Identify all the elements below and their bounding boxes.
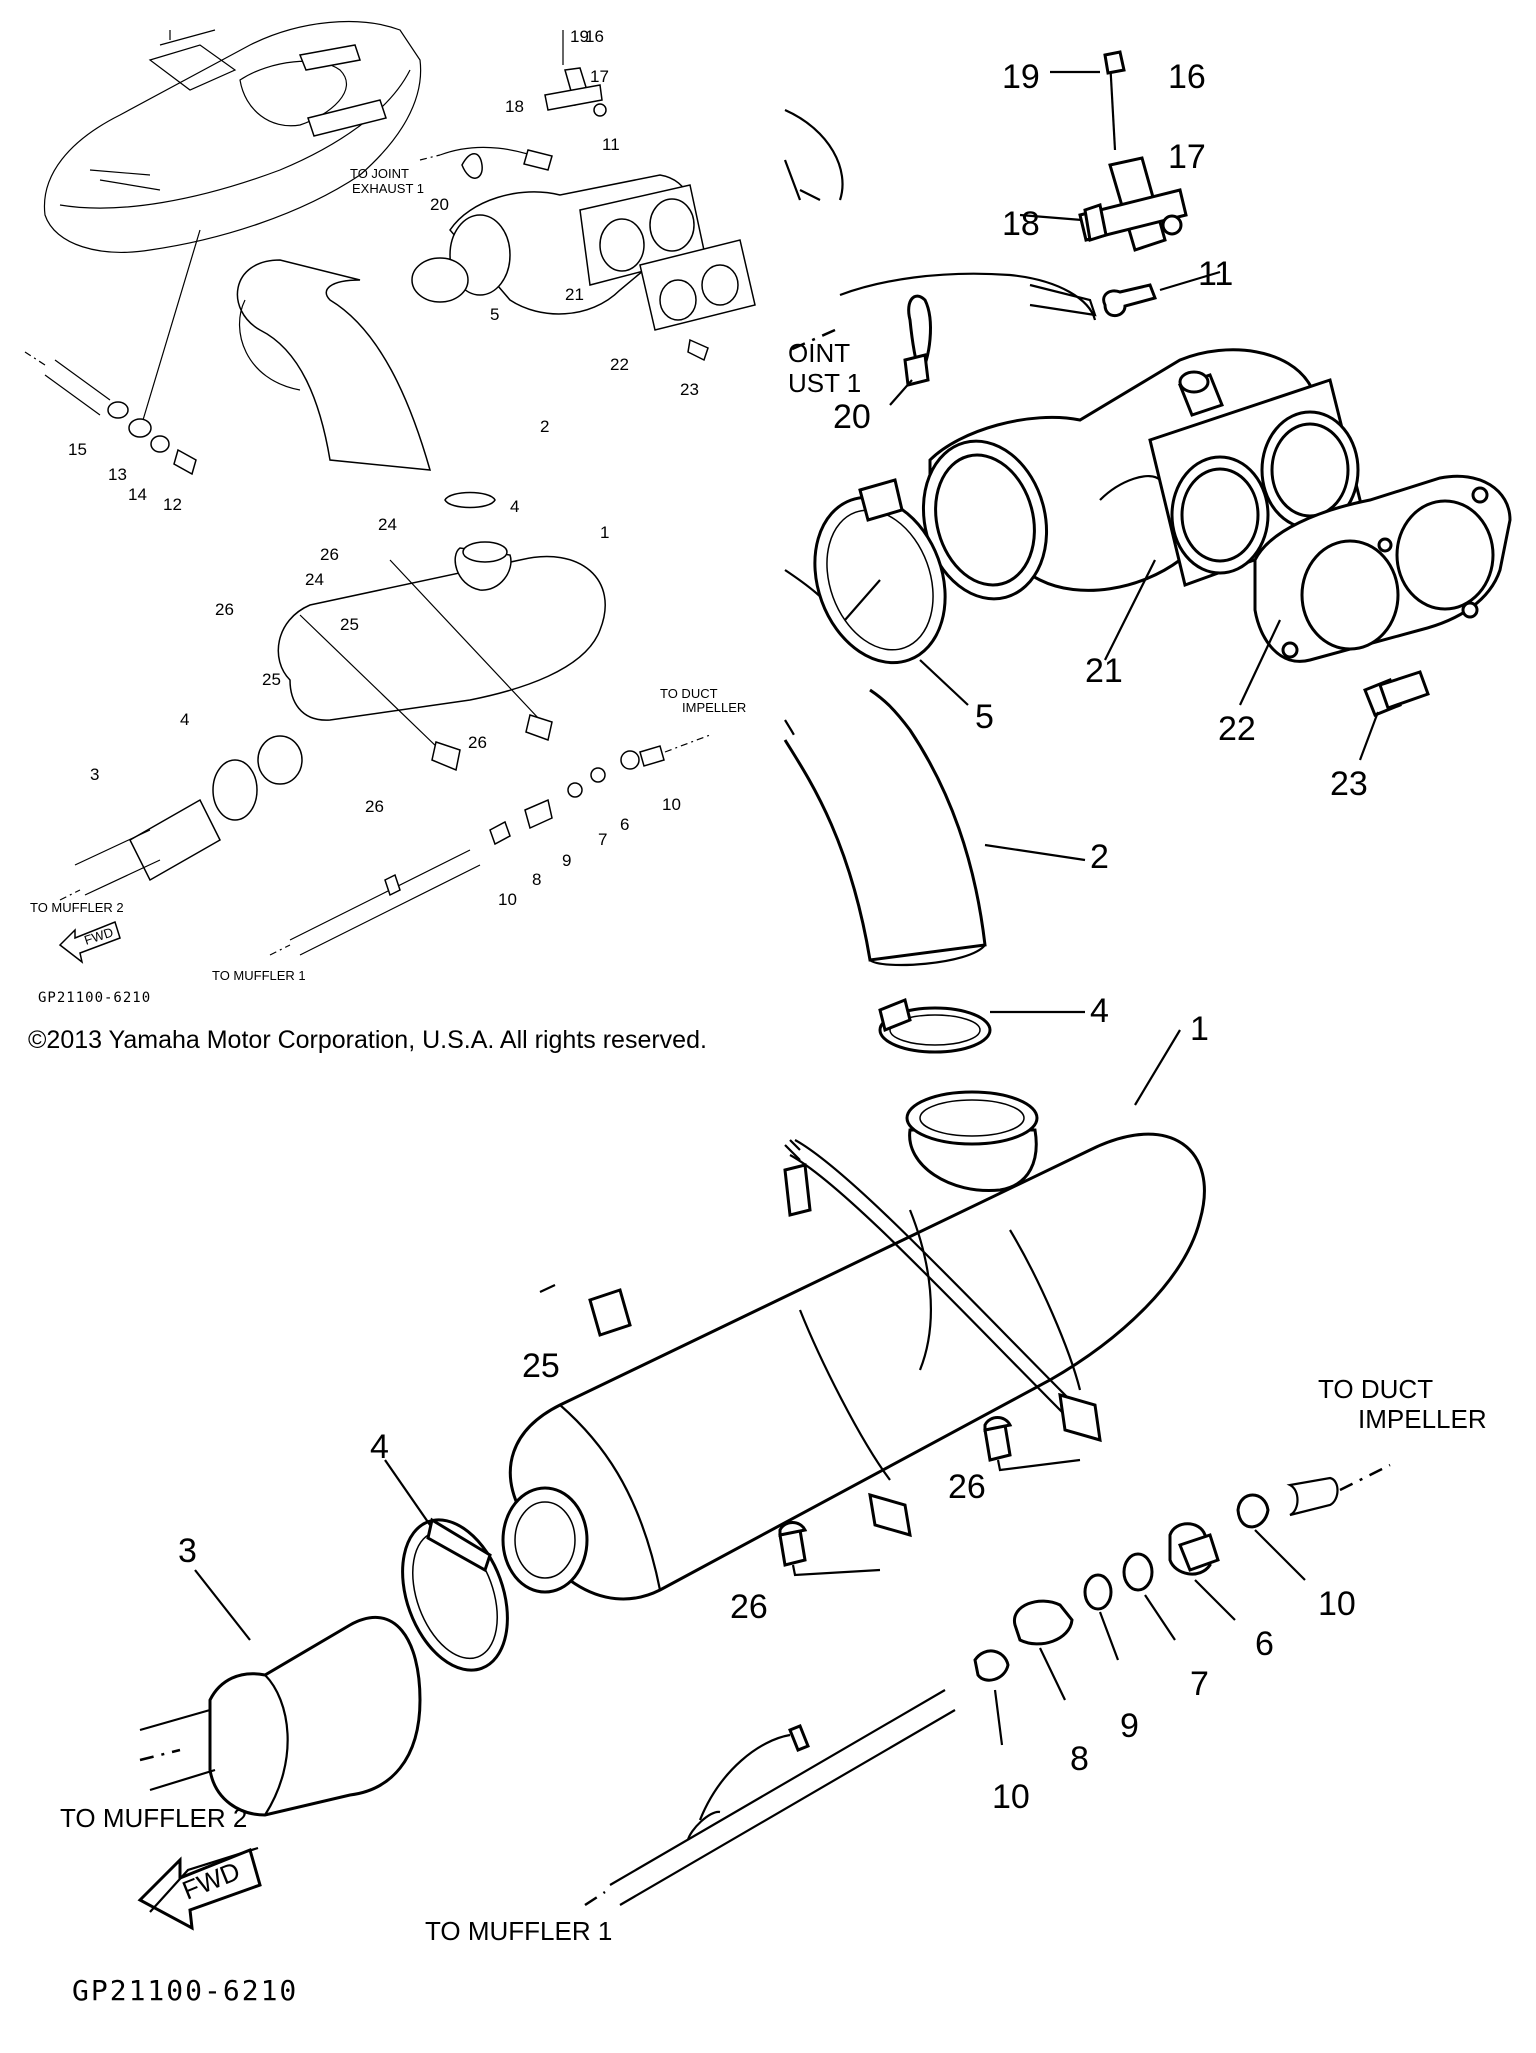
callout-4-small: 4 — [180, 710, 189, 729]
note-to-duct-small-2: IMPELLER — [682, 700, 746, 715]
callout-26-small-b: 26 — [215, 600, 234, 619]
callout-3: 3 — [178, 1532, 197, 1570]
clamp-5 — [813, 478, 969, 706]
manifold-gasket — [1253, 474, 1512, 663]
callout-19: 19 — [1002, 58, 1040, 96]
callout-20: 20 — [833, 398, 871, 436]
fwd-arrow: FWD — [137, 1846, 262, 1931]
callout-24-small-a: 24 — [378, 515, 397, 534]
callout-13-small: 13 — [108, 465, 127, 484]
callout-9: 9 — [1120, 1707, 1139, 1745]
callout-4-small-top: 4 — [510, 497, 519, 516]
note-to-duct-small-1: TO DUCT — [660, 686, 718, 701]
note-joint-partial: OINT — [788, 338, 850, 368]
note-to-muffler-1: TO MUFFLER 1 — [425, 1916, 612, 1946]
callout-2-small: 2 — [540, 417, 549, 436]
callout-19-small: 19 — [570, 27, 589, 46]
note-to-muffler-2: TO MUFFLER 2 — [60, 1803, 247, 1833]
callout-26-small-d: 26 — [365, 797, 384, 816]
y-hose — [584, 1689, 956, 1907]
callout-4-lower: 4 — [370, 1428, 389, 1466]
note-to-duct-line2: IMPELLER — [1358, 1404, 1487, 1434]
clamp-4-upper — [878, 997, 1085, 1054]
callout-23-small: 23 — [680, 380, 699, 399]
callout-16: 16 — [1168, 58, 1206, 96]
callout-5: 5 — [975, 698, 994, 736]
callout-5-small: 5 — [490, 305, 499, 324]
callout-6-small: 6 — [620, 815, 629, 834]
note-to-duct-line1: TO DUCT — [1318, 1374, 1433, 1404]
callout-10-small-a: 10 — [662, 795, 681, 814]
callout-26-lower: 26 — [730, 1588, 768, 1626]
callout-20-small: 20 — [430, 195, 449, 214]
callout-26-upper: 26 — [948, 1468, 986, 1506]
callout-22-small: 22 — [610, 355, 629, 374]
callout-17-small: 17 — [590, 67, 609, 86]
callout-18: 18 — [1002, 205, 1040, 243]
callout-25: 25 — [522, 1347, 560, 1385]
callout-10-left: 10 — [992, 1778, 1030, 1816]
callout-10-small-b: 10 — [498, 890, 517, 909]
callout-16-small: 16 — [585, 27, 604, 46]
callout-1-small: 1 — [600, 523, 609, 542]
callout-26-small-a: 26 — [320, 545, 339, 564]
note-to-joint-small-1: TO JOINT — [350, 166, 409, 181]
clamp-4-lower — [384, 1459, 509, 1672]
callout-22: 22 — [1218, 710, 1256, 748]
callout-14-small: 14 — [128, 485, 147, 504]
pipe-3 — [139, 1569, 422, 1817]
callout-4-upper: 4 — [1090, 992, 1109, 1030]
exhaust-joint-hose — [789, 272, 1097, 406]
copyright-notice: ©2013 Yamaha Motor Corporation, U.S.A. A… — [28, 1026, 707, 1054]
muffler-body — [501, 1029, 1206, 1601]
callout-26-small-c: 26 — [468, 733, 487, 752]
callout-8-small: 8 — [532, 870, 541, 889]
callout-2: 2 — [1090, 838, 1109, 876]
callout-15-small: 15 — [68, 440, 87, 459]
note-to-muffler2-small: TO MUFFLER 2 — [30, 900, 124, 915]
callout-21-small: 21 — [565, 285, 584, 304]
callout-17: 17 — [1168, 138, 1206, 176]
callout-labels: 19 16 17 18 11 20 21 5 22 23 2 4 1 25 4 … — [178, 58, 1368, 1816]
callout-8: 8 — [1070, 1740, 1089, 1778]
callout-12-small: 12 — [163, 495, 182, 514]
callout-21: 21 — [1085, 652, 1123, 690]
overview-thumbnail: FWD 19 16 17 18 11 20 5 21 22 23 2 4 1 1… — [24, 20, 756, 1006]
callout-7-small: 7 — [598, 830, 607, 849]
callout-10-right: 10 — [1318, 1585, 1356, 1623]
routing-notes: OINT UST 1 TO DUCT IMPELLER TO MUFFLER 2… — [60, 338, 1487, 2007]
drawing-code: GP21100-6210 — [72, 1974, 298, 2007]
callout-7: 7 — [1190, 1665, 1209, 1703]
bracket-assembly — [1019, 50, 1188, 252]
exhaust-manifold — [921, 348, 1367, 601]
note-to-joint-small-2: EXHAUST 1 — [352, 181, 424, 196]
watercraft-illustration — [43, 20, 422, 253]
callout-18-small: 18 — [505, 97, 524, 116]
drawing-code-small: GP21100-6210 — [38, 990, 151, 1006]
callout-25-small-a: 25 — [340, 615, 359, 634]
callout-11: 11 — [1198, 255, 1233, 293]
muffler-section: FWD — [137, 997, 1391, 1931]
callout-11-small: 11 — [602, 135, 620, 154]
note-to-muffler1-small: TO MUFFLER 1 — [212, 968, 306, 983]
callout-23: 23 — [1330, 765, 1368, 803]
callout-6: 6 — [1255, 1625, 1274, 1663]
exhaust-pipe-2 — [783, 688, 1086, 967]
callout-1: 1 — [1190, 1010, 1209, 1048]
callout-25-small-b: 25 — [262, 670, 281, 689]
note-exhaust-partial: UST 1 — [788, 368, 861, 398]
callout-3-small: 3 — [90, 765, 99, 784]
callout-24-small-b: 24 — [305, 570, 324, 589]
manifold-section — [783, 50, 1512, 967]
callout-9-small: 9 — [562, 851, 571, 870]
